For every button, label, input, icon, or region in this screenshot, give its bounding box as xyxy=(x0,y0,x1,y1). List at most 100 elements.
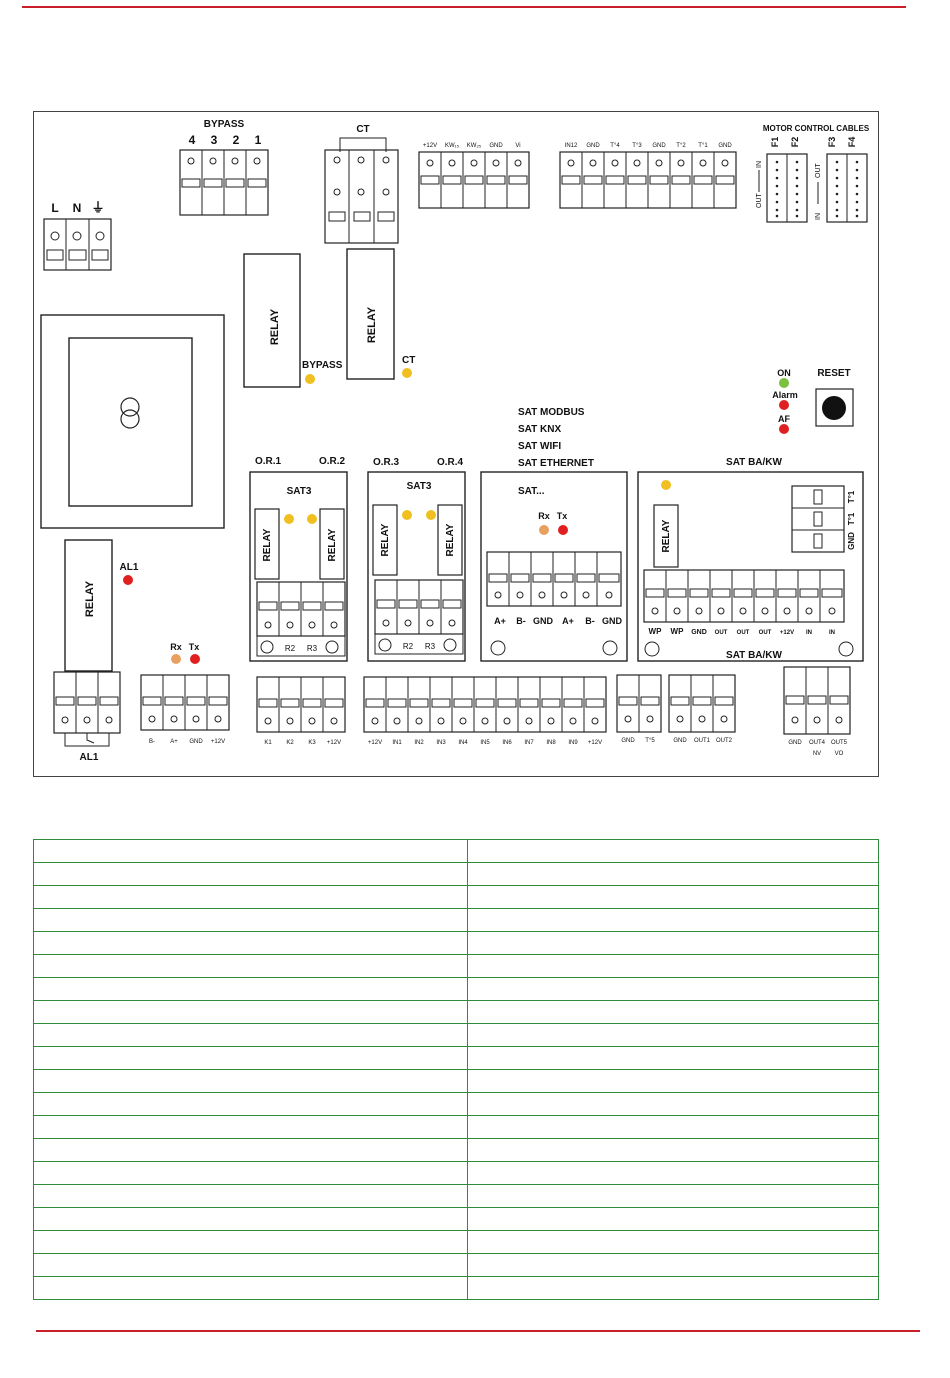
in-pin-7: IN6 xyxy=(502,740,512,746)
sensor-a-pin-1: +12V xyxy=(423,143,437,149)
tx-led-bottom xyxy=(190,654,200,664)
sat-pin-3: GND xyxy=(533,616,554,626)
table-row xyxy=(33,1115,879,1139)
table-row xyxy=(33,1230,879,1254)
or3-label: O.R.3 xyxy=(373,457,400,468)
bakw-side-pin-2: T°1 xyxy=(847,512,856,525)
reset-button[interactable] xyxy=(815,388,854,427)
in-pin-6: IN5 xyxy=(480,740,490,746)
table-cell xyxy=(467,862,879,886)
bakw-side-pin-1: T°1 xyxy=(847,490,856,503)
table-row xyxy=(33,1138,879,1162)
sensor-b-pin-8: GND xyxy=(718,143,732,149)
al1-terminal: AL1 xyxy=(53,671,121,763)
table-cell xyxy=(33,1276,468,1300)
led-alarm-label: Alarm xyxy=(772,390,798,400)
table-row xyxy=(33,931,879,955)
table-cell xyxy=(33,931,468,955)
table-row xyxy=(33,1276,879,1300)
k-pin-2: K2 xyxy=(286,740,294,746)
table-cell xyxy=(467,1230,879,1254)
sensor-b-pin-4: T°3 xyxy=(632,143,642,149)
table-cell xyxy=(33,1184,468,1208)
sensor-a-pin-4: GND xyxy=(489,143,503,149)
led-on-label: ON xyxy=(777,368,791,378)
bakw-pin-7: +12V xyxy=(780,630,794,636)
table-cell xyxy=(33,1046,468,1070)
out45-terminal: GND OUT4 OUT5 NV VO xyxy=(783,666,851,757)
sat-bakw-bottom-label: SAT BA/KW xyxy=(726,650,782,661)
transformer-icon xyxy=(120,397,140,417)
out-pin-3: OUT2 xyxy=(716,738,733,744)
sensor-b-pin-5: GND xyxy=(652,143,666,149)
bypass-pin-2: 2 xyxy=(233,133,240,147)
bypass-pin-1: 1 xyxy=(255,133,262,147)
sensor-b-pin-1: IN12 xyxy=(565,143,578,149)
power-pin-l: L xyxy=(51,201,58,215)
table-row xyxy=(33,977,879,1001)
t5-pin-1: GND xyxy=(621,738,635,744)
motor-dir-left-out: OUT xyxy=(756,193,763,209)
bypass-terminal: BYPASS 4 3 2 1 xyxy=(179,119,269,216)
sat-pin-2: B- xyxy=(516,616,526,626)
relay-label: RELAY xyxy=(366,306,378,343)
al1-led xyxy=(123,575,133,585)
bakw-pin-9: IN xyxy=(829,630,835,636)
ground-icon: ⏚ xyxy=(91,200,104,215)
table-cell xyxy=(33,954,468,978)
sensor-b-pin-2: GND xyxy=(586,143,600,149)
ct-led-label: CT xyxy=(402,355,415,366)
input-terminal: +12V IN1 IN2 IN3 IN4 IN5 IN6 IN7 IN8 IN9… xyxy=(363,676,607,746)
table-cell xyxy=(33,1115,468,1139)
motor-dir-right-out: OUT xyxy=(815,163,822,179)
in-pin-5: IN4 xyxy=(458,740,468,746)
table-row xyxy=(33,1253,879,1277)
rx-label: Rx xyxy=(538,511,550,521)
ct-title: CT xyxy=(356,124,369,135)
motor-title: MOTOR CONTROL CABLES xyxy=(763,124,870,133)
relay-label: RELAY xyxy=(84,580,96,617)
al1-terminal-label: AL1 xyxy=(80,752,99,763)
sensor-a-pin-5: Vi xyxy=(515,143,520,149)
table-row xyxy=(33,1046,879,1070)
al1-led-label: AL1 xyxy=(120,562,139,573)
table-cell xyxy=(467,908,879,932)
table-cell xyxy=(467,885,879,909)
table-row xyxy=(33,1207,879,1231)
power-terminal: L N ⏚ xyxy=(43,200,112,271)
relay-label: RELAY xyxy=(262,528,273,561)
table-cell xyxy=(467,1046,879,1070)
bakw-pin-6: OUT xyxy=(759,630,772,636)
bus-pin-2: A+ xyxy=(170,739,178,745)
sat-generic-module: SAT... Rx Tx A+ B- GND A+ B- GND xyxy=(480,471,628,662)
or1-label: O.R.1 xyxy=(255,456,282,467)
tx-label: Tx xyxy=(557,511,568,521)
r2-label: R2 xyxy=(403,642,414,651)
tx-led xyxy=(558,525,568,535)
in-pin-10: IN9 xyxy=(568,740,578,746)
t5-terminal: GND T°5 xyxy=(616,674,662,744)
r2-label: R2 xyxy=(285,644,296,653)
out45-sub-2: VO xyxy=(835,751,844,757)
table-cell xyxy=(467,931,879,955)
led-alarm xyxy=(779,400,789,410)
relay-al1: RELAY xyxy=(64,539,113,672)
table-cell xyxy=(33,885,468,909)
ct-led xyxy=(402,368,412,378)
table-cell xyxy=(467,1253,879,1277)
bus-pin-3: GND xyxy=(189,739,203,745)
bus-pin-4: +12V xyxy=(211,739,225,745)
relay-bypass: RELAY xyxy=(243,253,301,388)
bus-pin-1: B- xyxy=(149,739,155,745)
table-cell xyxy=(33,977,468,1001)
sensor-b-pin-6: T°2 xyxy=(676,143,686,149)
sensor-a-pin-3: KW₂₅ xyxy=(467,143,482,149)
table-cell xyxy=(467,1023,879,1047)
relay-ct: RELAY xyxy=(346,248,395,380)
table-row xyxy=(33,908,879,932)
sensor-terminal-a: +12V KW₁₅ KW₂₅ GND Vi xyxy=(418,143,530,209)
transformer xyxy=(40,314,225,529)
table-cell xyxy=(467,1161,879,1185)
table-cell xyxy=(467,1069,879,1093)
relay-label: RELAY xyxy=(380,523,391,556)
